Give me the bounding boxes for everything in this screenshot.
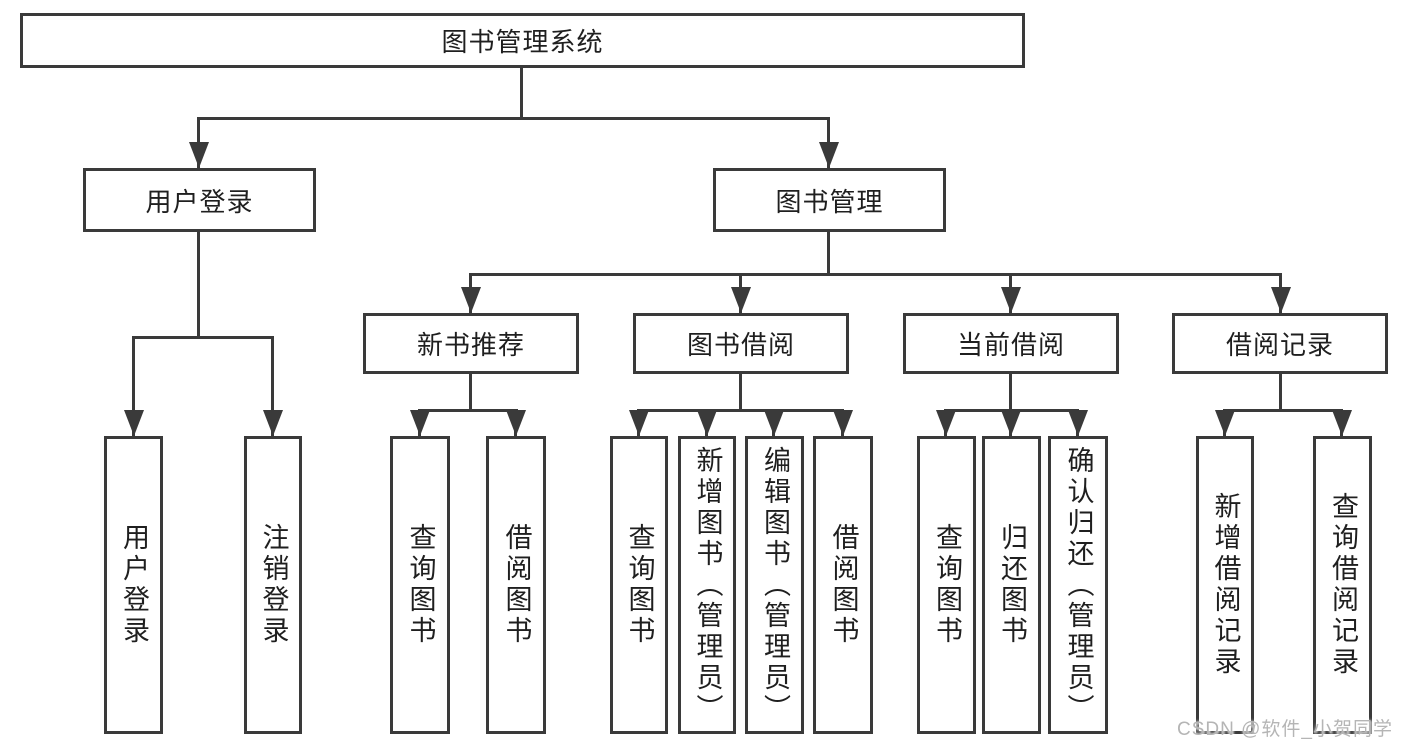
connector-line <box>469 374 472 409</box>
arrow-down-icon <box>410 410 430 436</box>
node-label: 借阅图书 <box>828 523 859 647</box>
node-book-management: 图书管理 <box>713 168 946 232</box>
connector-line <box>1223 409 1343 412</box>
leaf-current-confirm-admin: 确认归还（管理员） <box>1048 436 1108 734</box>
connector-line <box>739 374 742 409</box>
leaf-record-add: 新增借阅记录 <box>1196 436 1254 734</box>
connector-line <box>827 232 830 273</box>
arrow-down-icon <box>936 410 956 436</box>
node-label: 当前借阅 <box>956 330 1065 360</box>
node-label: 注销登录 <box>258 523 289 647</box>
connector-line <box>197 117 830 120</box>
node-label: 查询借阅记录 <box>1328 492 1358 678</box>
connector-line <box>132 336 274 339</box>
node-label: 图书管理 <box>775 186 884 217</box>
node-label: 新书推荐 <box>416 330 525 360</box>
arrow-down-icon <box>1332 410 1352 436</box>
connector-line <box>418 409 518 412</box>
leaf-current-query: 查询图书 <box>917 436 976 734</box>
node-label: 借阅记录 <box>1225 330 1334 360</box>
leaf-newbook-borrow: 借阅图书 <box>486 436 546 734</box>
arrow-down-icon <box>819 142 839 168</box>
connector-line <box>637 409 844 412</box>
node-root: 图书管理系统 <box>20 13 1025 68</box>
arrow-down-icon <box>1001 287 1021 313</box>
arrow-down-icon <box>1068 410 1088 436</box>
connector-line <box>197 232 200 336</box>
leaf-borrow-add-admin: 新增图书（管理员） <box>678 436 736 734</box>
node-label: 查询图书 <box>405 523 436 647</box>
node-label: 用户登录 <box>145 186 254 217</box>
arrow-down-icon <box>1001 410 1021 436</box>
node-label: 图书借阅 <box>686 330 795 360</box>
arrow-down-icon <box>263 410 283 436</box>
leaf-logout: 注销登录 <box>244 436 302 734</box>
node-new-book-recommend: 新书推荐 <box>363 313 579 374</box>
node-label: 查询图书 <box>624 523 655 647</box>
node-current-borrow: 当前借阅 <box>903 313 1119 374</box>
leaf-current-return: 归还图书 <box>982 436 1041 734</box>
node-borrow-records: 借阅记录 <box>1172 313 1388 374</box>
connector-line <box>132 336 135 436</box>
arrow-down-icon <box>731 287 751 313</box>
node-user-login: 用户登录 <box>83 168 316 232</box>
arrow-down-icon <box>124 410 144 436</box>
arrow-down-icon <box>629 410 649 436</box>
node-label: 新增借阅记录 <box>1210 492 1241 678</box>
node-root-label: 图书管理系统 <box>441 27 604 57</box>
csdn-watermark: CSDN @软件_小贺同学 <box>1177 714 1393 741</box>
node-book-borrow: 图书借阅 <box>633 313 849 374</box>
watermark-text: CSDN @软件_小贺同学 <box>1177 719 1393 740</box>
leaf-user-login: 用户登录 <box>104 436 163 734</box>
leaf-newbook-query: 查询图书 <box>390 436 450 734</box>
connector-line <box>271 336 274 436</box>
node-label: 确认归还（管理员） <box>1063 445 1094 725</box>
arrow-down-icon <box>461 287 481 313</box>
leaf-borrow-query: 查询图书 <box>610 436 668 734</box>
node-label: 查询图书 <box>932 523 962 647</box>
node-label: 编辑图书（管理员） <box>760 445 790 725</box>
arrow-down-icon <box>506 410 526 436</box>
leaf-record-query: 查询借阅记录 <box>1313 436 1372 734</box>
node-label: 用户登录 <box>119 523 149 647</box>
connector-line <box>1009 374 1012 409</box>
leaf-borrow-borrow: 借阅图书 <box>813 436 873 734</box>
arrow-down-icon <box>1215 410 1235 436</box>
node-label: 新增图书（管理员） <box>692 445 723 725</box>
arrow-down-icon <box>1271 287 1291 313</box>
connector-line <box>520 68 523 117</box>
connector-line <box>1279 374 1282 409</box>
arrow-down-icon <box>697 410 717 436</box>
connector-line <box>469 273 1282 276</box>
arrow-down-icon <box>189 142 209 168</box>
leaf-borrow-edit-admin: 编辑图书（管理员） <box>745 436 804 734</box>
arrow-down-icon <box>833 410 853 436</box>
node-label: 归还图书 <box>997 523 1027 647</box>
node-label: 借阅图书 <box>501 523 532 647</box>
arrow-down-icon <box>764 410 784 436</box>
